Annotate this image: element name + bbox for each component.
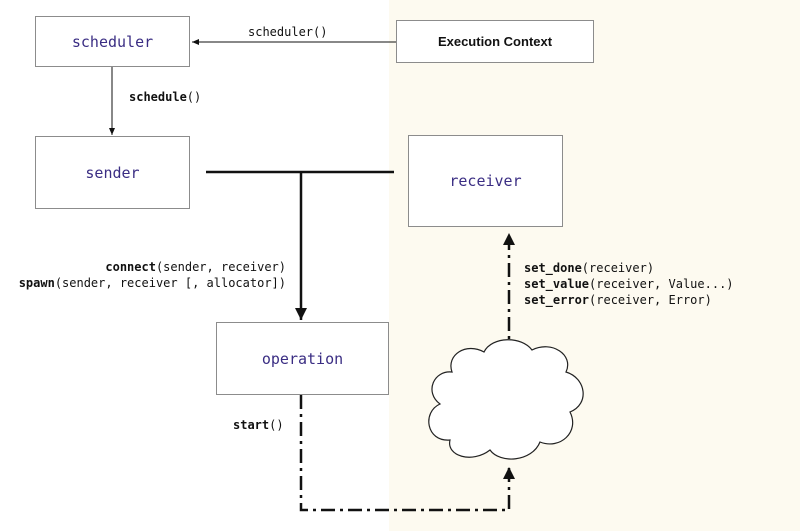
set-error-args: (receiver, Error) (589, 293, 712, 307)
start-label: start() (233, 417, 284, 433)
start-args: () (269, 418, 284, 432)
operation-label: operation (261, 349, 344, 368)
spawn-args: (sender, receiver [, allocator]) (54, 276, 286, 290)
start-path (299, 395, 515, 512)
cloud-icon (428, 339, 584, 460)
schedule-args: () (186, 90, 202, 104)
schedule-label: schedule() (129, 89, 201, 105)
execution-context-box: Execution Context (396, 20, 594, 63)
scheduler-label: scheduler (71, 32, 154, 51)
spawn-name: spawn (18, 276, 55, 290)
set-done-label: set_done(receiver) (524, 260, 654, 276)
set-error-label: set_error(receiver, Error) (524, 292, 712, 308)
connect-name: connect (105, 260, 156, 274)
set-done-args: (receiver) (581, 261, 655, 275)
receiver-box: receiver (408, 135, 563, 227)
execution-context-label: Execution Context (437, 34, 553, 49)
set-value-label: set_value(receiver, Value...) (524, 276, 734, 292)
set-done-name: set_done (524, 261, 582, 275)
set-value-name: set_value (524, 277, 590, 291)
set-value-args: (receiver, Value...) (589, 277, 734, 291)
connect-label: connect(sender, receiver) (105, 259, 286, 275)
scheduler-call-label: scheduler() (248, 24, 327, 40)
connect-args: (sender, receiver) (155, 260, 286, 274)
start-name: start (233, 418, 270, 432)
schedule-name: schedule (129, 90, 187, 104)
spawn-label: spawn(sender, receiver [, allocator]) (19, 275, 286, 291)
operation-box: operation (216, 322, 389, 395)
scheduler-call-text: scheduler() (248, 25, 328, 39)
sender-label: sender (85, 163, 140, 182)
receiver-label: receiver (449, 172, 522, 190)
scheduler-box: scheduler (35, 16, 190, 67)
diagram-background (0, 0, 389, 531)
set-error-name: set_error (524, 293, 590, 307)
sender-box: sender (35, 136, 190, 209)
